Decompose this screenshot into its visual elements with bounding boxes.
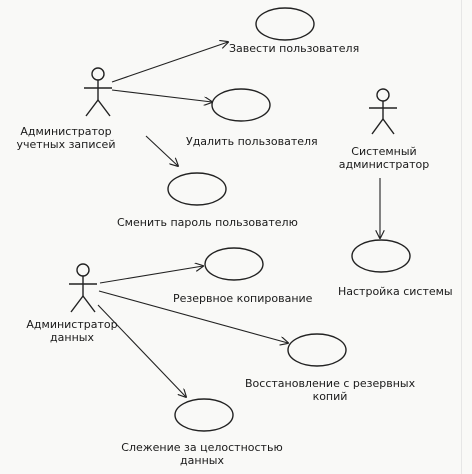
actor-data-admin-label: Администратор данных [22, 318, 122, 344]
actor-data-admin-figure [69, 263, 97, 313]
use-case-change-password-label: Сменить пароль пользователю [117, 216, 298, 229]
use-case-restore-label-line2: копий [312, 390, 348, 403]
actor-account-admin-label: Администратор учетных записей [16, 125, 116, 151]
use-case-change-password-ellipse [167, 172, 227, 206]
use-case-restore-label-line1: Восстановление с резервных [245, 377, 416, 390]
actor-system-admin-label: Системный администратор [334, 145, 434, 171]
use-case-integrity-label-line1: Слежение за целостностью [121, 441, 283, 454]
use-case-add-user-label: Завести пользователя [229, 42, 360, 55]
assoc-data-admin-backup [99, 266, 203, 284]
use-case-integrity-ellipse [174, 398, 234, 432]
use-case-integrity-label: Слежение за целостностью данных [117, 441, 287, 467]
actor-system-admin-figure [369, 88, 397, 135]
use-case-add-user-ellipse [255, 7, 315, 41]
actor-data-admin-label-line2: данных [50, 331, 94, 344]
assoc-data-admin-restore [98, 290, 288, 343]
use-case-delete-user-ellipse [211, 88, 271, 122]
actor-account-admin-figure [84, 67, 112, 117]
use-case-configure-system-ellipse [351, 239, 411, 273]
actor-data-admin-label-line1: Администратор [26, 318, 118, 331]
actor-system-admin-label-line2: администратор [338, 158, 430, 171]
use-case-integrity-label-line2: данных [180, 454, 224, 467]
assoc-data-admin-integrity [97, 304, 186, 397]
use-case-restore-ellipse [287, 333, 347, 367]
assoc-account-admin-delete-user [111, 89, 212, 102]
use-case-backup-label: Резервное копирование [173, 292, 313, 305]
actor-system-admin-label-line1: Системный [351, 145, 417, 158]
actor-account-admin-label-line1: Администратор [20, 125, 112, 138]
assoc-account-admin-change-password [145, 135, 178, 166]
assoc-account-admin-add-user [111, 42, 228, 83]
use-case-delete-user-label: Удалить пользователя [186, 135, 318, 148]
actor-account-admin-label-line2: учетных записей [16, 138, 116, 151]
use-case-restore-label: Восстановление с резервных копий [245, 377, 415, 403]
use-case-configure-system-label: Настройка системы [338, 285, 453, 298]
use-case-backup-ellipse [204, 247, 264, 281]
page-edge-line [461, 0, 462, 474]
